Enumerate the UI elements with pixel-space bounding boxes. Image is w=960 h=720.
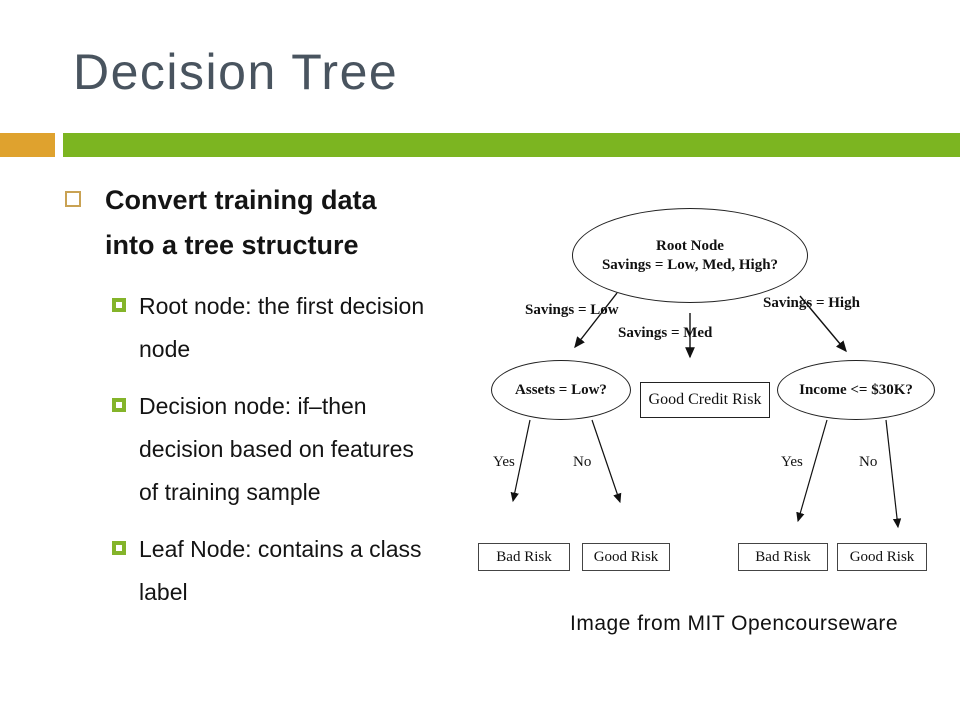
edge-label-savings-med: Savings = Med [618, 325, 713, 341]
bullet-line: label [139, 579, 188, 605]
decision-node-assets: Assets = Low? [491, 360, 631, 420]
root-node-title: Root Node [656, 237, 724, 254]
tree-edges [510, 292, 902, 529]
bullet-root-node: Root node: the first decision node [112, 285, 485, 371]
bullet-decision-node-text: Decision node: if–then decision based on… [139, 385, 414, 514]
bullet-line: decision based on features [139, 436, 414, 462]
edge-label-savings-high: Savings = High [763, 295, 860, 311]
leaf-node-bad-risk: Bad Risk [738, 543, 828, 571]
bullet-decision-node: Decision node: if–then decision based on… [112, 385, 485, 514]
bullet-main: Convert training data into a tree struct… [65, 178, 485, 268]
branch-label-no: No [573, 454, 592, 470]
accent-bar-orange [0, 133, 55, 157]
branch-label-no: No [859, 454, 878, 470]
bullet-leaf-node-text: Leaf Node: contains a class label [139, 528, 422, 614]
root-node: Root Node Savings = Low, Med, High? [572, 208, 808, 303]
page-title: Decision Tree [73, 44, 399, 100]
square-bullet-icon [65, 191, 81, 207]
branch-label-yes: Yes [781, 454, 803, 470]
square-bullet-icon [112, 298, 126, 312]
decision-node-income: Income <= $30K? [777, 360, 935, 420]
bullet-main-text: Convert training data into a tree struct… [105, 178, 377, 268]
branch-label-yes: Yes [493, 454, 515, 470]
leaf-node-good-credit-risk: Good Credit Risk [640, 382, 770, 418]
bullet-main-line1: Convert training data [105, 185, 377, 215]
square-bullet-icon [112, 541, 126, 555]
bullet-line: Decision node: if–then [139, 393, 367, 419]
bullet-leaf-node: Leaf Node: contains a class label [112, 528, 485, 614]
leaf-node-good-risk: Good Risk [582, 543, 670, 571]
square-bullet-icon [112, 398, 126, 412]
accent-bar-green [63, 133, 960, 157]
bullet-line: node [139, 336, 191, 362]
bullet-main-line2: into a tree structure [105, 230, 359, 260]
leaf-node-good-risk: Good Risk [837, 543, 927, 571]
bullet-line: Root node: the first decision [139, 293, 425, 319]
bullet-root-node-text: Root node: the first decision node [139, 285, 424, 371]
root-node-question: Savings = Low, Med, High? [601, 256, 779, 273]
bullet-list: Convert training data into a tree struct… [65, 178, 485, 614]
bullet-line: of training sample [139, 479, 321, 505]
edge-label-savings-low: Savings = Low [525, 302, 619, 318]
decision-tree-diagram: Root Node Savings = Low, Med, High? Savi… [455, 196, 960, 600]
image-credit-caption: Image from MIT Opencourseware [570, 612, 899, 635]
leaf-node-bad-risk: Bad Risk [478, 543, 570, 571]
bullet-line: Leaf Node: contains a class [139, 536, 422, 562]
